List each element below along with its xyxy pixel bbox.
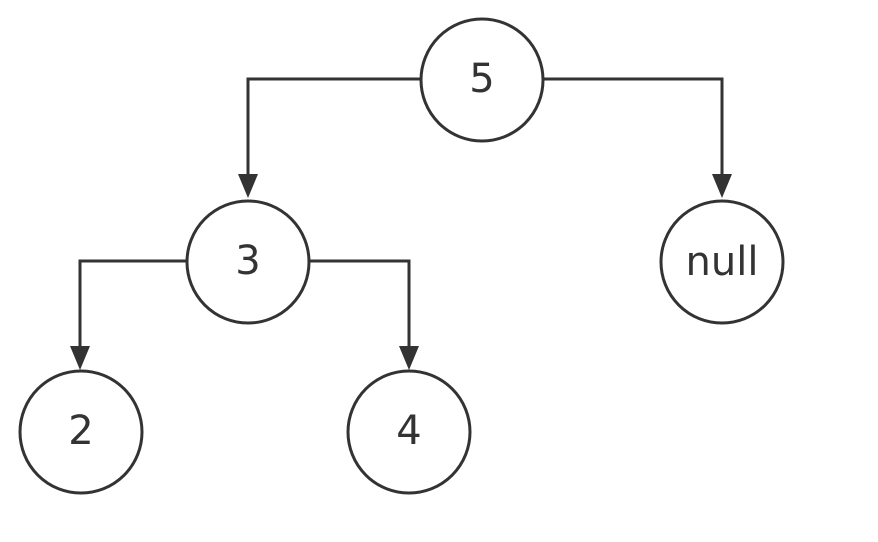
node-label: 3 xyxy=(235,238,260,284)
arrowhead xyxy=(70,346,90,370)
arrowhead xyxy=(712,174,732,198)
edge-left-to-left-left xyxy=(70,259,186,370)
edge-root-to-left xyxy=(238,77,420,198)
node-circle xyxy=(659,199,785,325)
node-label: 2 xyxy=(68,408,93,454)
node-circle xyxy=(346,369,472,495)
tree-node-left: 3 xyxy=(185,199,311,325)
node-circle xyxy=(419,17,545,143)
edge-line xyxy=(310,259,411,348)
tree-node-root: 5 xyxy=(419,17,545,143)
tree-node-right: null xyxy=(659,199,785,325)
arrowhead xyxy=(238,174,258,198)
node-label: 4 xyxy=(396,408,421,454)
node-circle xyxy=(185,199,311,325)
edge-root-to-right xyxy=(544,77,732,198)
arrowhead xyxy=(399,346,419,370)
tree-node-left-right: 4 xyxy=(346,369,472,495)
edge-left-to-left-right xyxy=(310,259,419,370)
node-label: 5 xyxy=(469,56,494,102)
node-label: null xyxy=(686,239,759,285)
tree-node-left-left: 2 xyxy=(18,369,144,495)
edge-line xyxy=(544,77,724,176)
edge-line xyxy=(246,77,420,176)
edge-line xyxy=(78,259,186,348)
node-circle xyxy=(18,369,144,495)
